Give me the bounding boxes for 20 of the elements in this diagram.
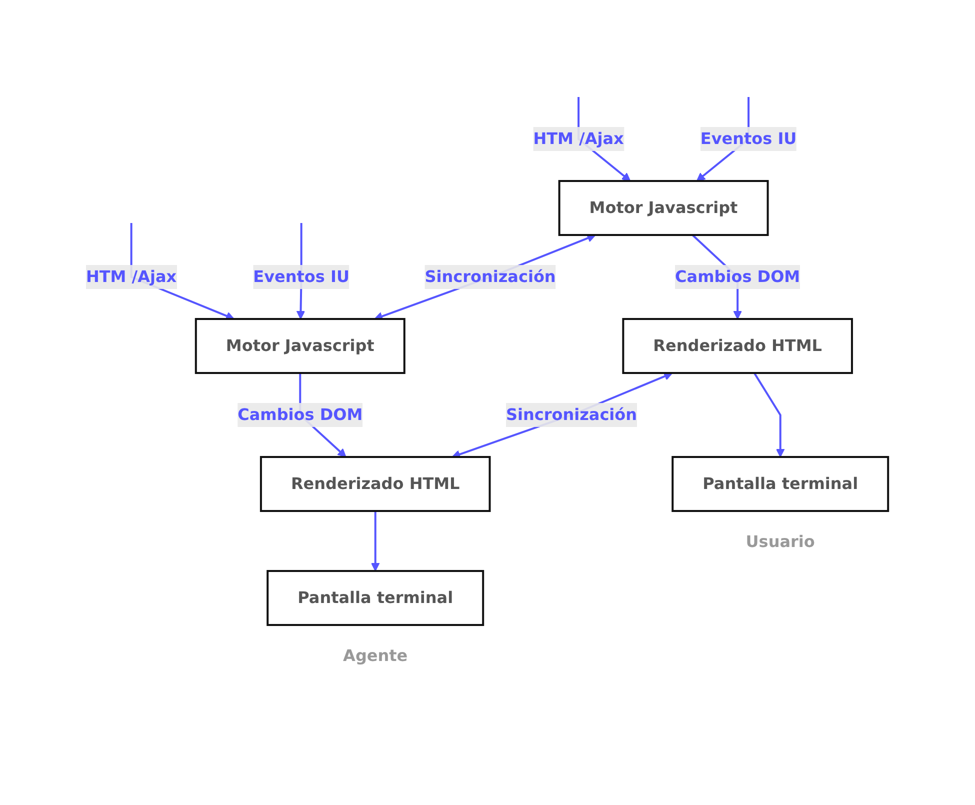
node-label: Agente bbox=[344, 645, 408, 664]
edge-label: Sincronización bbox=[425, 266, 556, 286]
edge-label: HTM /Ajax bbox=[86, 266, 178, 286]
node-label: Usuario bbox=[746, 531, 816, 550]
arrow bbox=[452, 372, 674, 458]
node-box: Renderizado HTML bbox=[622, 318, 854, 374]
edge-label: Sincronización bbox=[506, 404, 638, 424]
node-box: Motor Javascript bbox=[558, 180, 770, 236]
node-box: Pantalla terminal bbox=[672, 456, 890, 512]
edge-label: Eventos IU bbox=[700, 128, 798, 148]
edge-label: HTM /Ajax bbox=[534, 128, 624, 148]
arrow bbox=[754, 372, 786, 457]
node-box: Motor Javascript bbox=[195, 318, 406, 374]
node-box: Renderizado HTML bbox=[260, 456, 492, 512]
arrow bbox=[374, 234, 596, 320]
arrow bbox=[371, 510, 380, 571]
node-box: Pantalla terminal bbox=[267, 570, 485, 626]
edge-label: Eventos IU bbox=[254, 266, 350, 286]
edge-label: Cambios DOM bbox=[238, 404, 364, 424]
edge-label: Cambios DOM bbox=[676, 266, 801, 286]
